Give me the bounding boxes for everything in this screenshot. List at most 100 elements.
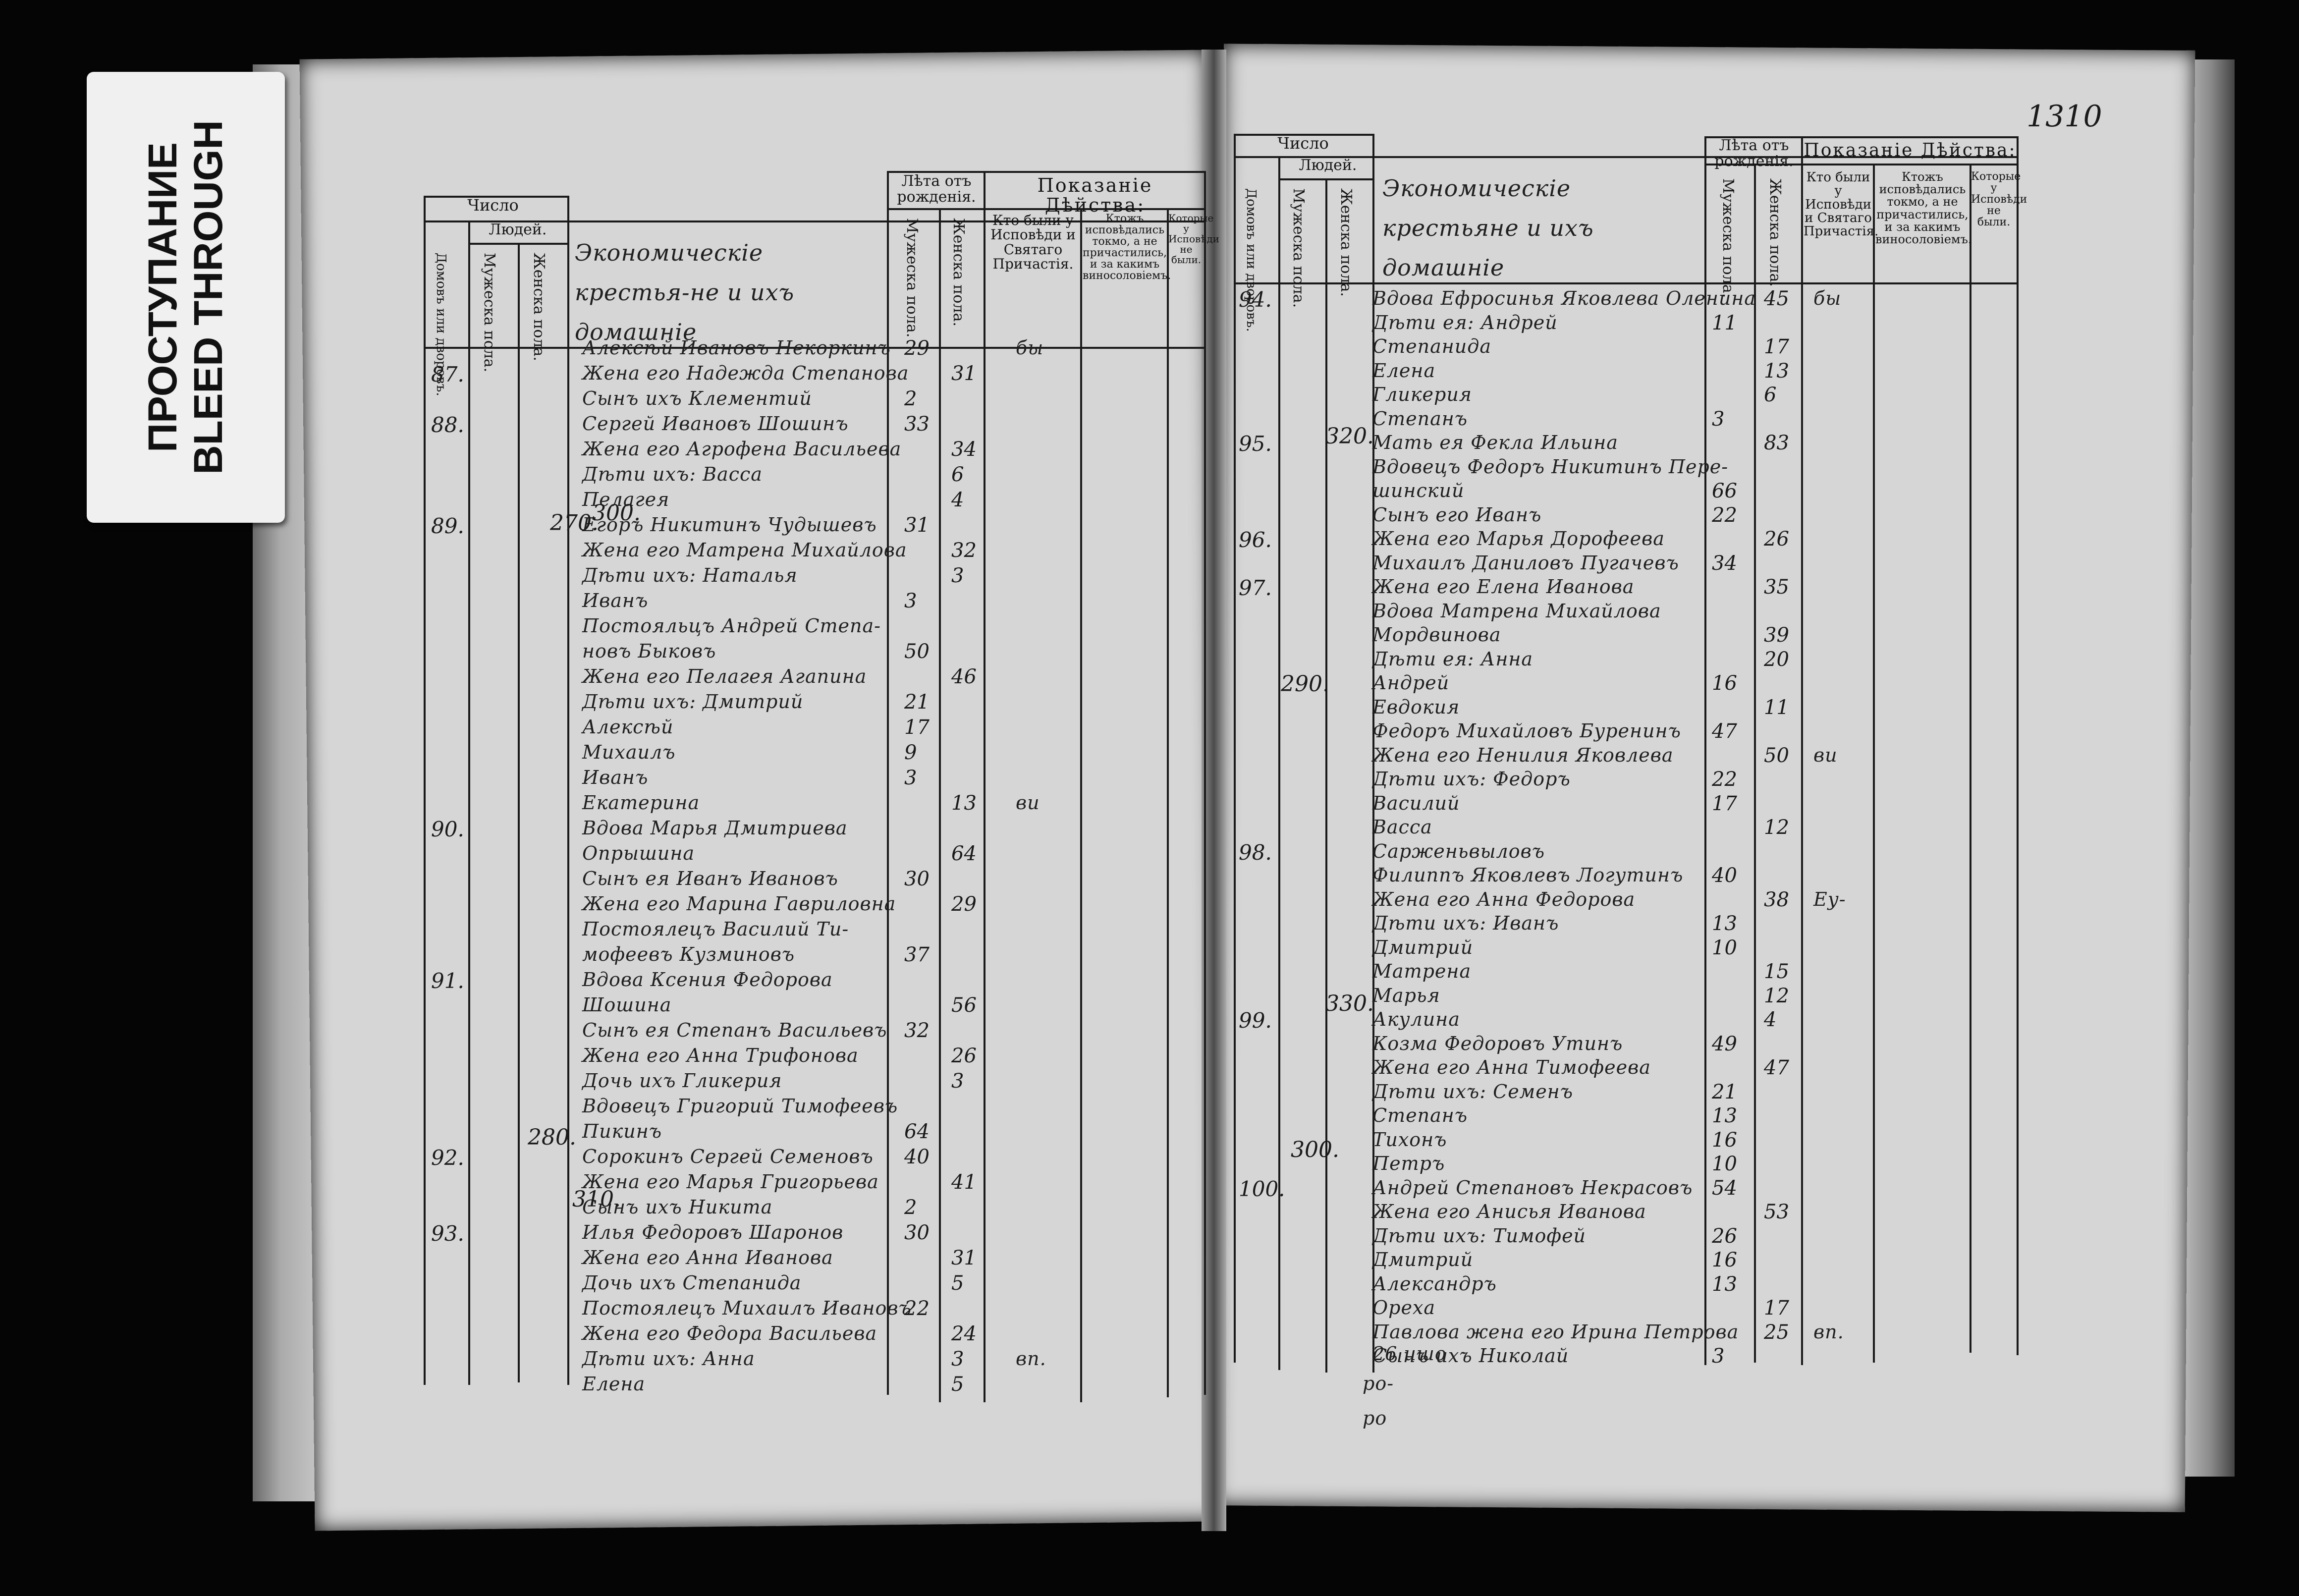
age-male: 10 <box>1712 936 1737 959</box>
entry-name: Вдовецъ Григорий Тимофеевъ <box>582 1095 898 1117</box>
age-female: 4 <box>951 489 964 511</box>
age-male: 30 <box>904 868 930 890</box>
age-female: 31 <box>951 362 977 385</box>
age-male: 3 <box>904 767 917 789</box>
entry-name: Сынъ ихъ Клементий <box>582 387 812 409</box>
entry-name: Федоръ Михайловъ Буренинъ <box>1372 720 1681 742</box>
entry-name: Жена его Анна Иванова <box>582 1247 833 1268</box>
entry-name: Жена его Матрена Михайлова <box>582 539 907 561</box>
entry-name: Вдовецъ Федоръ Никитинъ Пере- <box>1372 455 1729 478</box>
entry-name: Жена его Анна Трифонова <box>582 1045 859 1066</box>
age-male: 37 <box>904 943 930 966</box>
entry-name: Пелагея <box>582 489 670 510</box>
age-male: 29 <box>904 337 930 360</box>
household-number: 99. <box>1239 1008 1272 1033</box>
entry-name: Жена его Пелагея Агапина <box>582 665 867 687</box>
left-header-zhen: Женска пола. <box>530 253 547 361</box>
entry-name: Вдова Матрена Михайлова <box>1372 600 1661 622</box>
age-female: 39 <box>1764 624 1789 647</box>
age-female: 13 <box>951 792 977 815</box>
age-female: 26 <box>1764 528 1789 550</box>
entry-name: Степанъ <box>1372 1104 1468 1126</box>
age-female: 5 <box>951 1373 964 1396</box>
entry-name: Вдова Ксения Федорова <box>582 969 833 991</box>
right-header-lyudey: Людей. <box>1299 157 1357 174</box>
left-header-pokazanie: Показаніе Дѣйства: <box>1037 174 1153 216</box>
entry-name: Дѣти ихъ: Анна <box>582 1348 755 1370</box>
age-female: 64 <box>951 842 977 865</box>
entry-name: Жена его Анна Федорова <box>1372 888 1636 910</box>
left-sum-d: 310. <box>572 1187 621 1212</box>
age-male: 32 <box>904 1019 930 1042</box>
entry-name: Постоялецъ Василий Ти- <box>582 918 849 940</box>
household-number: 94. <box>1239 287 1272 312</box>
age-male: 9 <box>904 741 917 764</box>
entry-name: Постоялецъ Михаилъ Ивановъ <box>582 1297 912 1319</box>
household-number: 91. <box>431 969 464 993</box>
entry-name: Филиппъ Яковлевъ Логутинъ <box>1372 864 1684 886</box>
household-number: 95. <box>1239 432 1272 456</box>
age-female: 3 <box>951 564 964 587</box>
right-header-chislo: Число <box>1277 134 1329 153</box>
entry-name: Дѣти ихъ: Федоръ <box>1372 768 1571 790</box>
entry-name: Дѣти ихъ: Дмитрий <box>582 691 804 713</box>
bleed-label-line2: BLEED THROUGH <box>186 120 231 475</box>
age-male: 49 <box>1712 1032 1737 1055</box>
right-header-leta: Лѣта отъ рожденія. <box>1714 137 1794 170</box>
age-male: 21 <box>904 691 930 714</box>
entry-name: Жена его Надежда Степанова <box>582 362 909 384</box>
entry-name: Дѣти ихъ: Семенъ <box>1372 1080 1574 1102</box>
right-section-title: Экономическіе крестьяне и ихъ домашніе <box>1382 175 1594 281</box>
household-number: 93. <box>431 1221 464 1246</box>
entry-name: Дѣти ея: Анна <box>1372 648 1533 670</box>
left-sum-a: 270. <box>550 510 599 536</box>
age-male: 16 <box>1712 1128 1737 1152</box>
age-female: 13 <box>1764 359 1789 383</box>
entry-name: Дѣти ея: Андрей <box>1372 311 1558 333</box>
age-male: 13 <box>1712 912 1737 935</box>
age-female: 20 <box>1764 648 1789 671</box>
age-male: 10 <box>1712 1153 1737 1175</box>
right-sum-c: 330. <box>1325 991 1374 1016</box>
entry-name: Акулина <box>1372 1008 1460 1030</box>
age-male: 40 <box>1712 864 1737 887</box>
bleed-through-label: ПРОСТУПАНИЕ BLEED THROUGH <box>87 72 285 523</box>
entry-name: Сорокинъ Сергей Семеновъ <box>582 1146 874 1167</box>
age-male: 16 <box>1712 1249 1737 1271</box>
entry-name: Сынъ его Иванъ <box>1372 503 1542 526</box>
right-header-muzh: Мужеска пола. <box>1290 188 1307 308</box>
entry-name: Шошина <box>582 994 672 1016</box>
footer-note-3: ро <box>1363 1407 1387 1429</box>
entry-name: Алексѣй <box>582 716 674 738</box>
age-male: 50 <box>904 640 930 663</box>
household-number: 97. <box>1239 576 1272 600</box>
age-male: 22 <box>1712 503 1737 527</box>
left-header-col2: Ктожъ исповѣдались токмо, а не причастил… <box>1083 213 1171 282</box>
right-header-leta-f: Женска пола. <box>1766 178 1784 287</box>
entry-name: Михаилъ <box>582 741 676 763</box>
entry-name: Павлова жена его Ирина Петрова <box>1372 1321 1739 1343</box>
age-female: 12 <box>1764 984 1789 1007</box>
entry-name: Дѣти ихъ: Наталья <box>582 564 798 586</box>
entry-name: Степанъ <box>1372 407 1468 430</box>
age-female: 3 <box>951 1070 964 1093</box>
age-male: 13 <box>1712 1104 1737 1127</box>
age-male: 21 <box>1712 1080 1737 1103</box>
entry-name: Илья Федоровъ Шаронов <box>582 1221 844 1243</box>
age-female: 32 <box>951 539 977 562</box>
entry-name: Мать ея Фекла Ильина <box>1372 432 1618 453</box>
household-number: 89. <box>431 514 464 538</box>
age-male: 2 <box>904 387 917 410</box>
entry-name: Жена его Ненилия Яковлева <box>1372 744 1674 766</box>
entry-name: Андрей <box>1372 672 1450 694</box>
entry-name: Жена его Марина Гавриловна <box>582 893 896 915</box>
entry-name: Опрышина <box>582 842 695 864</box>
age-female: 56 <box>951 994 977 1017</box>
right-header-col1: Кто были у Исповѣди и Святаго Причастія. <box>1804 170 1879 239</box>
entry-name: Егоръ Никитинъ Чудышевъ <box>582 514 877 536</box>
age-female: 17 <box>1764 335 1789 358</box>
age-female: 53 <box>1764 1201 1789 1223</box>
action-mark: ви <box>1813 744 1838 766</box>
household-number: 92. <box>431 1146 464 1170</box>
entry-name: Ореха <box>1372 1297 1436 1319</box>
